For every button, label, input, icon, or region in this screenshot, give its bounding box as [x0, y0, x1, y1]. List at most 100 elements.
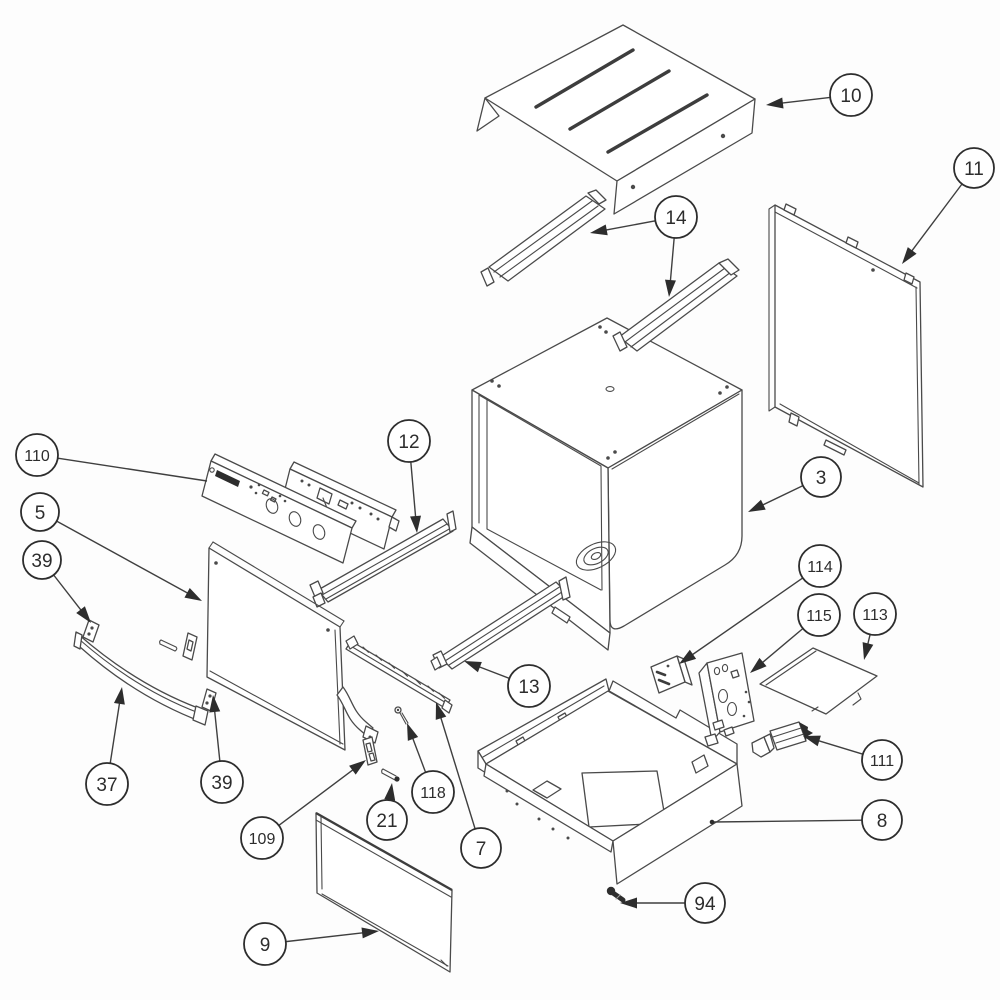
part-115-mounting-bracket [698, 652, 755, 747]
leader-arrowhead [384, 783, 396, 801]
balloon-circle [411, 770, 455, 814]
leader-line [57, 457, 208, 482]
balloon-circle [20, 492, 60, 532]
leader-line [760, 627, 804, 665]
balloon-circle [22, 540, 62, 580]
leader-arrowhead [748, 499, 766, 512]
balloon-number: 118 [420, 785, 446, 802]
balloon-circle [85, 762, 129, 806]
callout-111: 111 [803, 735, 903, 781]
leader-arrowhead [76, 606, 91, 623]
knob-hole [288, 511, 302, 527]
balloon-number: 109 [249, 831, 276, 848]
vent-slot [606, 93, 709, 154]
callout-115: 115 [750, 593, 841, 673]
balloon-circle [200, 760, 244, 804]
leader-line [603, 220, 656, 232]
balloon-circle [387, 419, 431, 463]
leader-dot [709, 819, 715, 825]
balloon-number: 37 [96, 775, 117, 796]
leader-line [439, 715, 476, 830]
part-39-clip-upper [82, 619, 100, 643]
door-hinge-arm [336, 686, 379, 744]
leader-line [476, 665, 510, 680]
balloon-number: 111 [870, 753, 894, 770]
callout-37: 37 [85, 687, 129, 806]
callout-14: 14 [590, 195, 698, 297]
balloon-number: 14 [665, 208, 687, 229]
callout-12: 12 [387, 419, 431, 533]
leader-line [909, 183, 963, 254]
leader-line [410, 461, 417, 520]
balloon-circle [654, 195, 698, 239]
leader-line [109, 700, 121, 764]
balloon-number: 9 [260, 935, 271, 956]
callout-114: 114 [679, 544, 842, 664]
callout-94: 94 [620, 882, 726, 924]
callout-8: 8 [709, 799, 903, 841]
balloon-number: 5 [35, 503, 46, 524]
callout-109: 109 [240, 760, 366, 860]
balloon-circle [798, 544, 842, 588]
leader-line [779, 96, 831, 105]
part-94-screw [606, 886, 626, 903]
balloon-number: 110 [24, 448, 50, 465]
leader-arrowhead [184, 587, 202, 601]
leader-arrowhead [464, 661, 482, 673]
balloon-circle [366, 799, 408, 841]
leader-line [816, 739, 864, 755]
balloon-number: 94 [694, 894, 716, 915]
part-109-hinge-bracket [362, 736, 378, 766]
balloon-number: 3 [816, 468, 827, 489]
vent-slot [568, 69, 671, 131]
callout-39: 39 [200, 695, 244, 804]
callout-13: 13 [464, 661, 551, 708]
leader-arrowhead [590, 224, 608, 236]
leader-arrowhead [679, 649, 697, 664]
part-37-door-handle [73, 631, 209, 726]
brand-logo [215, 470, 240, 487]
leader-arrowhead [361, 927, 379, 939]
leader-arrowhead [410, 515, 422, 533]
leader-line [760, 485, 804, 507]
callout-118: 118 [407, 723, 455, 814]
balloon-circle [507, 664, 551, 708]
leader-arrowhead [766, 97, 784, 109]
leader-line [411, 735, 427, 773]
balloon-circle [861, 799, 903, 841]
leader-line [213, 708, 221, 762]
balloon-number: 113 [862, 607, 888, 624]
leader-arrowhead [349, 760, 366, 775]
balloon-circle [15, 433, 59, 477]
part-8-base-pan [477, 678, 743, 885]
balloon-circle [460, 827, 502, 869]
part-7-angle-rail [345, 635, 453, 714]
leader-arrowhead [902, 247, 917, 264]
callout-7: 7 [435, 702, 502, 869]
leader-arrowhead [435, 702, 447, 720]
balloon-number: 8 [877, 811, 888, 832]
balloon-circle [240, 816, 284, 860]
leader-arrowhead [209, 695, 221, 713]
leader-arrowhead [620, 897, 637, 909]
balloon-number: 21 [376, 811, 397, 832]
balloon-number: 115 [806, 608, 832, 625]
balloon-number: 13 [518, 677, 539, 698]
leader-line [669, 237, 675, 284]
balloon-circle [797, 593, 841, 637]
balloon-circle [829, 73, 873, 117]
leader-line [285, 931, 366, 943]
leader-line [53, 574, 83, 613]
balloon-circle [953, 147, 995, 189]
balloon-number: 7 [476, 839, 487, 860]
leader-line [690, 577, 804, 657]
leader-line [278, 767, 356, 826]
part-110-control-panel [201, 453, 400, 564]
balloon-number: 39 [31, 551, 52, 572]
part-111-leg-bracket [751, 721, 813, 758]
part-9-kick-panel [315, 811, 453, 973]
part-14-mounting-rail-upper [480, 189, 607, 287]
